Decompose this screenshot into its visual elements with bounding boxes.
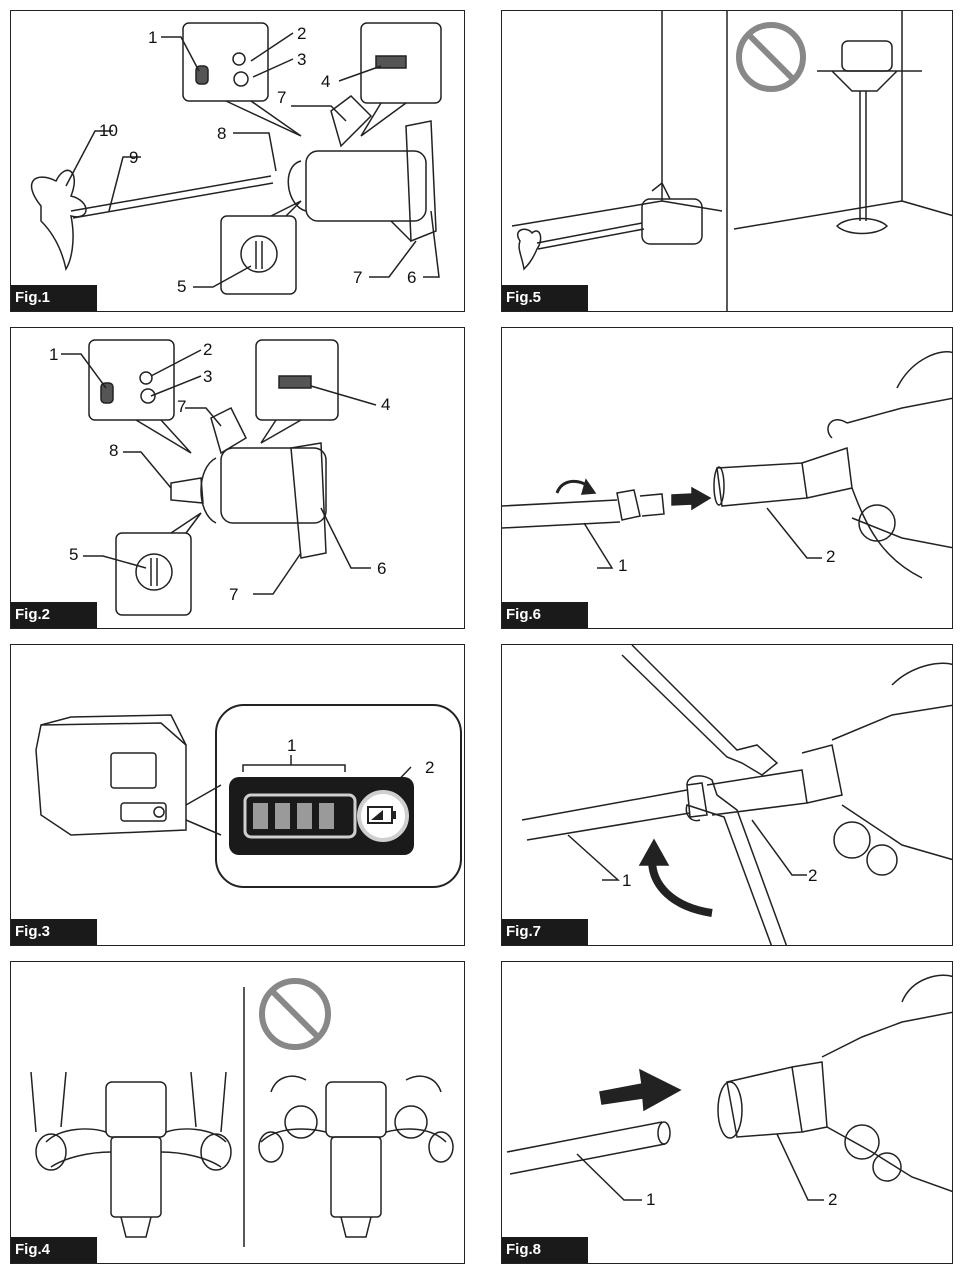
- figure-label: Fig.6: [502, 602, 588, 628]
- figure-label: Fig.1: [11, 285, 97, 311]
- figure-label: Fig.3: [11, 919, 97, 945]
- callout-number: 1: [148, 28, 158, 47]
- mixer-assembly-illustration: [30, 22, 442, 295]
- callout-number: 5: [177, 277, 187, 296]
- callout-number: 4: [381, 395, 391, 414]
- callout-number: 7: [229, 585, 239, 604]
- callout-number: 7: [353, 268, 363, 287]
- figure-label: Fig.8: [502, 1237, 588, 1263]
- callout-number: 1: [646, 1190, 656, 1209]
- figure-6-panel: 1 2 Fig.6: [501, 327, 953, 629]
- mixer-body-illustration: [61, 339, 377, 616]
- callout-number: 2: [425, 758, 435, 777]
- callout-number: 7: [277, 88, 287, 107]
- correct-vs-incorrect-stand-illustration: [511, 11, 952, 311]
- callout-number: 2: [826, 547, 836, 566]
- figure-label: Fig.7: [502, 919, 588, 945]
- handle-grip-illustration: [30, 978, 454, 1247]
- callout-number: 10: [99, 121, 118, 140]
- callout-number: 1: [622, 871, 632, 890]
- wrench-tightening-illustration: [521, 645, 952, 945]
- callout-number: 2: [297, 24, 307, 43]
- callout-number: 2: [808, 866, 818, 885]
- figure-5-panel: Fig.5: [501, 10, 953, 312]
- callout-number: 8: [217, 124, 227, 143]
- callout-number: 3: [297, 50, 307, 69]
- callout-number: 8: [109, 441, 119, 460]
- drill-chuck-illustration: [506, 974, 952, 1201]
- figure-label: Fig.2: [11, 602, 97, 628]
- figure-7-panel: 1 2 Fig.7: [501, 644, 953, 946]
- figure-8-panel: 1 2 Fig.8: [501, 961, 953, 1264]
- figure-3-panel: 1 2 Fig.3: [10, 644, 465, 946]
- figure-2-panel: 1 2 3 4 7 8 5 6 7 Fig.2: [10, 327, 465, 629]
- figure-label: Fig.5: [502, 285, 588, 311]
- callout-number: 7: [177, 397, 187, 416]
- callout-number: 6: [377, 559, 387, 578]
- callout-number: 2: [828, 1190, 838, 1209]
- callout-number: 9: [129, 148, 139, 167]
- battery-indicator-icon: [243, 793, 357, 839]
- callout-number: 1: [49, 345, 59, 364]
- shaft-installation-illustration: [502, 351, 952, 579]
- callout-number: 2: [203, 340, 213, 359]
- callout-number: 6: [407, 268, 417, 287]
- charger-indicator-illustration: [35, 704, 462, 888]
- figure-1-panel: 1 2 3 4 7 8 10 9 5 7 6 Fig.1: [10, 10, 465, 312]
- figure-label: Fig.4: [11, 1237, 97, 1263]
- figure-4-panel: Fig.4: [10, 961, 465, 1264]
- callout-number: 1: [287, 736, 297, 755]
- callout-number: 4: [321, 72, 331, 91]
- callout-number: 1: [618, 556, 628, 575]
- callout-number: 3: [203, 367, 213, 386]
- callout-number: 5: [69, 545, 79, 564]
